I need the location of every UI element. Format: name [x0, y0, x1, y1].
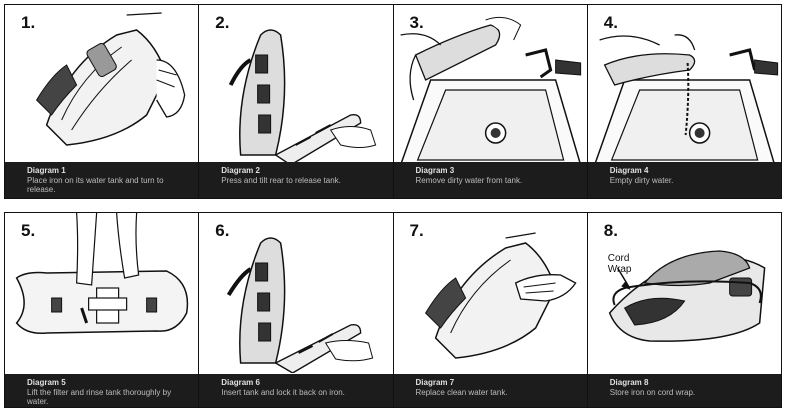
illustration-insert-tank — [227, 237, 374, 373]
step-panel-7: 7. Diagram 7 Replace clean water tank. — [393, 213, 588, 407]
illustration-tilt-tank — [229, 29, 377, 165]
caption-title: Diagram 2 — [221, 166, 260, 175]
step-caption: Diagram 3 Remove dirty water from tank. — [393, 162, 587, 198]
step-number: 1. — [21, 13, 36, 32]
step-number: 7. — [409, 221, 424, 240]
caption-title: Diagram 5 — [27, 378, 66, 387]
caption-text: Press and tilt rear to release tank. — [221, 175, 341, 185]
caption-title: Diagram 7 — [415, 378, 455, 387]
illustration-rinse-tank — [15, 213, 189, 335]
caption-text: Place iron on its water tank and turn to… — [27, 175, 164, 195]
step-number: 6. — [215, 221, 230, 240]
caption-title: Diagram 4 — [609, 166, 649, 175]
instruction-row-top: 1. Diagram 1 Place iron on its water tan… — [4, 4, 782, 199]
caption-text: Store iron on cord wrap. — [609, 387, 696, 397]
instruction-row-bottom: 5. Diagram 5 Lift the filter and rinse t… — [4, 212, 782, 408]
step-number: 2. — [215, 13, 230, 32]
step-number: 3. — [409, 13, 424, 32]
illustration-sink-remove-water — [399, 16, 581, 165]
caption-title: Diagram 8 — [609, 378, 649, 387]
step-number: 5. — [21, 221, 36, 240]
step-caption: Diagram 4 Empty dirty water. — [587, 162, 781, 198]
step-caption: Diagram 8 Store iron on cord wrap. — [587, 374, 781, 407]
illustration-cord-wrap-storage — [608, 250, 766, 342]
step-caption: Diagram 7 Replace clean water tank. — [393, 374, 587, 407]
caption-text: Replace clean water tank. — [415, 387, 508, 397]
caption-title: Diagram 1 — [27, 166, 66, 175]
caption-text: Remove dirty water from tank. — [415, 175, 523, 185]
caption-text: Empty dirty water. — [609, 175, 674, 185]
step-number: 4. — [603, 13, 618, 32]
step-panel-6: 6. Diagram 6 Insert tank and lock it bac… — [199, 213, 394, 407]
illustration-remove-tank — [35, 12, 186, 146]
caption-text: Insert tank and lock it back on iron. — [221, 387, 345, 397]
cord-wrap-label: Cord Wrap — [607, 253, 632, 275]
step-caption: Diagram 1 Place iron on its water tank a… — [5, 162, 199, 198]
caption-title: Diagram 3 — [415, 166, 455, 175]
step-caption: Diagram 2 Press and tilt rear to release… — [199, 162, 393, 198]
illustration-replace-tank — [424, 232, 577, 359]
step-panel-2: 2. Diagram 2 Press and tilt rear to rele… — [199, 5, 394, 198]
caption-title: Diagram 6 — [221, 378, 260, 387]
caption-text: Lift the filter and rinse tank thoroughl… — [27, 387, 172, 407]
illustration-sink-empty-water — [593, 34, 778, 165]
step-panel-8: 8. Cord Wrap Diagram 8 Store iron on cor… — [587, 213, 781, 407]
step-caption: Diagram 6 Insert tank and lock it back o… — [199, 374, 393, 407]
step-caption: Diagram 5 Lift the filter and rinse tank… — [5, 374, 199, 407]
step-panel-4: 4. Diagram 4 Empty dirty water. — [587, 5, 781, 198]
step-panel-1: 1. Diagram 1 Place iron on its water tan… — [5, 5, 200, 198]
step-number: 8. — [603, 221, 618, 240]
step-panel-5: 5. Diagram 5 Lift the filter and rinse t… — [5, 213, 200, 407]
step-panel-3: 3. Diagram 3 Remove dirty water from tan… — [393, 5, 588, 198]
